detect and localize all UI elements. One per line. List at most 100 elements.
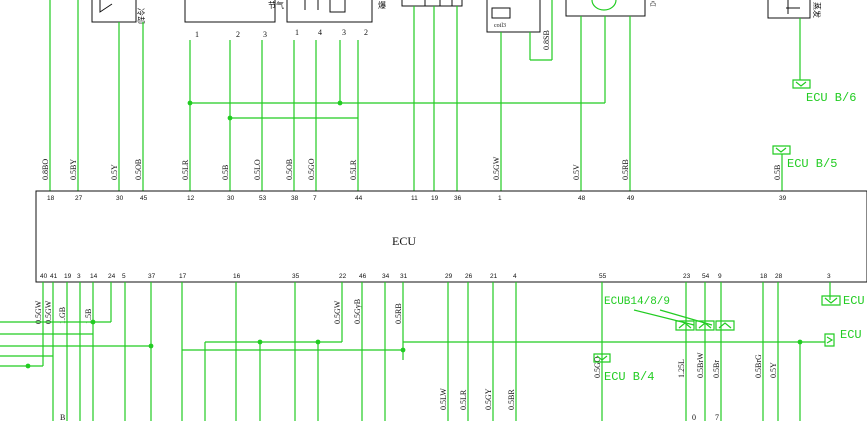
bottom-wire-code: 1.GB — [58, 307, 67, 324]
bottom-wire-code: 0.5GyB — [353, 299, 362, 324]
ecu-b1489-label: ECUB14/8/9 — [604, 296, 670, 308]
top-pin-number: 38 — [291, 195, 299, 202]
coil-symbol-icon — [491, 7, 511, 19]
c1-pin-2: 2 — [236, 30, 240, 39]
top-wire-code: 0.5BY — [69, 159, 78, 180]
bottom-pin-number: 4 — [513, 273, 517, 280]
bottom-pin-number: 29 — [445, 273, 453, 280]
top-wire-code: 0.5OB — [285, 159, 294, 180]
ecu-right-label-1: ECU — [843, 294, 865, 308]
switch-symbol-icon — [304, 0, 346, 13]
top-pin-number: 44 — [355, 195, 363, 202]
round-sensor-box — [565, 0, 646, 17]
component-label-5: 蒸发 — [812, 2, 822, 18]
component-label-1: 冷却 — [136, 8, 146, 24]
top-pin-number: 48 — [578, 195, 586, 202]
bottom-letter-b: B — [60, 413, 65, 421]
bottom-wire-code: 1.5B — [84, 309, 93, 324]
throttle-box — [184, 0, 276, 23]
top-wires — [49, 0, 801, 191]
four-pin-box — [286, 0, 373, 23]
bottom-pin-number: 23 — [683, 273, 691, 280]
bottom-wire-code: 0.5GW — [333, 300, 342, 324]
ecu-b5-connector: ECU B/5 — [772, 145, 837, 171]
c2-pin-3: 3 — [342, 28, 346, 37]
top-pin-number: 53 — [259, 195, 267, 202]
ecu-label: ECU — [392, 234, 416, 248]
coil-wire-label: 0.8SB — [542, 30, 551, 50]
bottom-pin-number: 35 — [292, 273, 300, 280]
bottom-wire-code: 0.5BR — [507, 389, 516, 410]
top-pin-number: 11 — [411, 195, 418, 202]
ecu-right-connectors: ECU ECU — [821, 294, 865, 347]
ecu-b6-label: ECU B/6 — [806, 91, 856, 105]
bottom-pin-number: 46 — [359, 273, 367, 280]
top-wire-code: 0.5LR — [181, 159, 190, 180]
bottom-pin-number: 34 — [382, 273, 390, 280]
coolant-sensor-box — [91, 0, 137, 23]
splice-dot — [227, 115, 233, 121]
bottom-pin-number: 21 — [490, 273, 498, 280]
bottom-pin-number: 31 — [400, 273, 408, 280]
component-label-2: 节气 — [268, 0, 284, 10]
bottom-wire-code: 0.5GY — [484, 388, 493, 410]
top-pin-number: 7 — [313, 195, 317, 202]
top-wire-code: 0.8BO — [41, 159, 50, 180]
ecu-b6-connector: ECU B/6 — [792, 79, 856, 105]
ecu-b5-label: ECU B/5 — [787, 157, 837, 171]
bottom-pin-number: 28 — [775, 273, 783, 280]
ecu-b4-connector: ECU B/4 — [593, 353, 654, 384]
bottom-pin-number: 40 — [40, 273, 48, 280]
c1-pin-3: 3 — [263, 30, 267, 39]
top-wire-code: 0.5B — [221, 165, 230, 180]
bottom-pin-number: 41 — [50, 273, 58, 280]
bottom-pin-number: 22 — [339, 273, 347, 280]
c2-pin-2: 4 — [318, 28, 322, 37]
c2-pin-1: 1 — [295, 28, 299, 37]
bottom-wire-code: 0.5BrW — [696, 352, 705, 378]
c1-pin-1: 1 — [195, 30, 199, 39]
bottom-pin-number: 3 — [827, 273, 831, 280]
top-wire-code: 0.5LO — [253, 159, 262, 180]
top-wire-code: 0.5GW — [492, 156, 501, 180]
bottom-pin-number: 37 — [148, 273, 156, 280]
coil-box — [486, 0, 541, 33]
bottom-wire-code: 0.5Br — [712, 360, 721, 378]
top-wire-code: 0.5Y — [110, 164, 119, 180]
top-pin-number: 39 — [779, 195, 787, 202]
round-sensor-icon — [591, 0, 617, 11]
ecu-b1489-connector: ECUB14/8/9 — [604, 296, 735, 331]
top-pin-number: 36 — [454, 195, 462, 202]
coil-label: coil3 — [494, 23, 506, 29]
bottom-wire-code: 0.5GO — [593, 356, 602, 378]
ecu-b4-label: ECU B/4 — [604, 370, 654, 384]
top-wire-code: 0.5GO — [307, 158, 316, 180]
top-pin-number: 27 — [75, 195, 83, 202]
bottom-pin-number: 26 — [465, 273, 473, 280]
component-label-4: 凸 — [650, 1, 656, 8]
bottom-wire-code: 0.5Y — [769, 362, 778, 378]
top-pin-number: 30 — [227, 195, 235, 202]
ecu-right-label-2: ECU — [840, 328, 862, 342]
bottom-wire-code: 0.5LW — [439, 388, 448, 410]
bottom-letter-seven: 7 — [715, 413, 719, 421]
top-wire-code: 0.5RB — [621, 159, 630, 180]
top-wire-code: 0.5LR — [349, 159, 358, 180]
bottom-wire-code: 0.5GW — [44, 300, 53, 324]
knock-sensor-box — [401, 0, 463, 7]
top-wire-code: 0.5B — [773, 165, 782, 180]
bottom-pin-number: 54 — [702, 273, 710, 280]
top-pin-number: 1 — [498, 195, 502, 202]
ecu-block — [35, 190, 867, 283]
bottom-wire-code: 1.25L — [677, 359, 686, 378]
top-pin-number: 19 — [431, 195, 439, 202]
bottom-wire-code: 0.5LR — [459, 389, 468, 410]
bottom-pin-number: 17 — [179, 273, 187, 280]
top-wire-code: 0.5OB — [134, 159, 143, 180]
splice-dot — [337, 100, 343, 106]
top-pin-number: 30 — [116, 195, 124, 202]
top-pin-number: 49 — [627, 195, 635, 202]
top-pin-number: 18 — [47, 195, 55, 202]
